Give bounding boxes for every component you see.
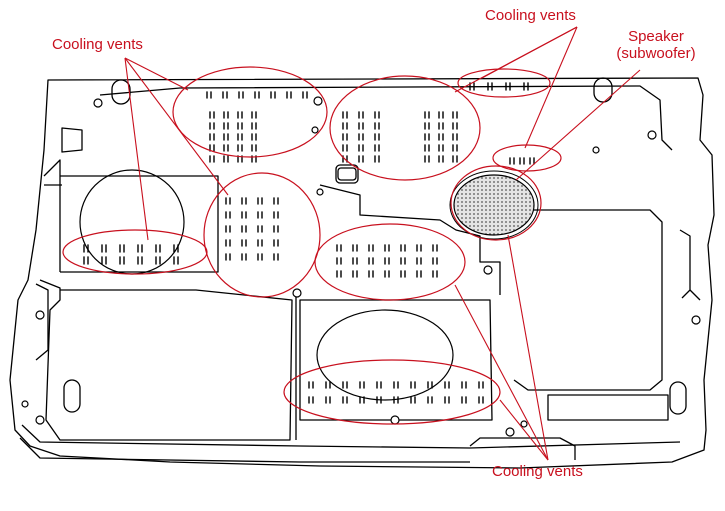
round-covers (79, 169, 454, 401)
label-cooling-vents-top-right: Cooling vents (485, 7, 576, 24)
label-speaker-line1: Speaker (628, 28, 684, 45)
screws (21, 96, 701, 437)
callout-vent-center-left (203, 172, 321, 298)
callout-vent-bottom (283, 359, 501, 425)
callout-vent-top-right (457, 68, 551, 98)
callout-vent-right-small (492, 144, 562, 172)
label-speaker: Speaker (subwoofer) (610, 28, 702, 62)
label-cooling-vents-left: Cooling vents (52, 36, 143, 53)
leader-lines (124, 26, 641, 461)
label-speaker-line2: (subwoofer) (616, 45, 696, 62)
callout-ellipses (62, 66, 562, 425)
label-cooling-vents-bottom: Cooling vents (492, 463, 583, 480)
callout-vent-top-left (172, 66, 328, 158)
rubber-feet (63, 77, 687, 415)
vent-slots (83, 82, 535, 404)
callout-vent-top-center (329, 75, 481, 181)
speaker-subwoofer (449, 170, 539, 240)
laptop-body (9, 77, 715, 469)
callout-vent-center (314, 223, 466, 301)
callout-vent-left (62, 229, 208, 275)
callout-speaker (450, 165, 542, 241)
